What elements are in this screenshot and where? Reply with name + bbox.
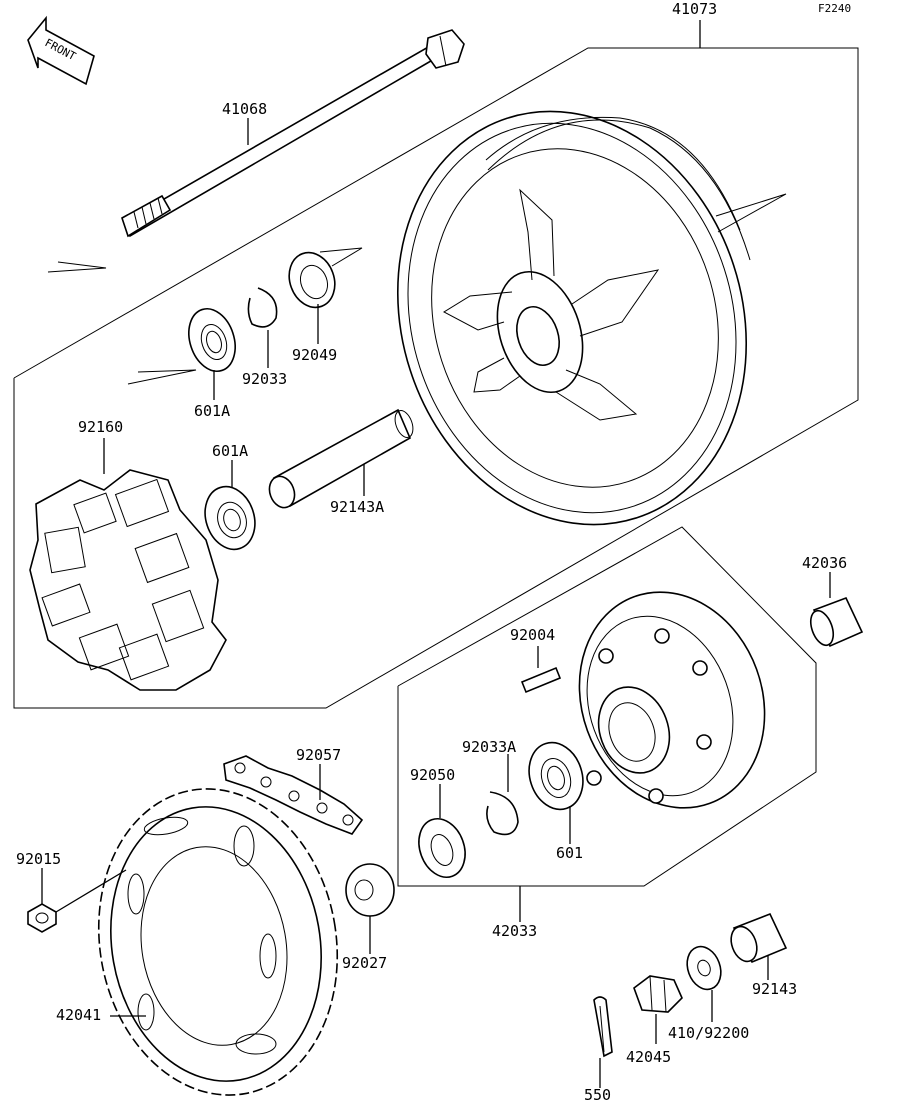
part-label-41073: 41073 xyxy=(672,0,717,18)
part-label-92057: 92057 xyxy=(296,746,341,764)
part-label-92143: 92143 xyxy=(752,980,797,998)
hub-42033 xyxy=(578,591,766,809)
part-label-41068: 41068 xyxy=(222,100,267,118)
part-label-92004: 92004 xyxy=(510,626,555,644)
bearing-601 xyxy=(528,741,584,811)
bearing-601A-upper xyxy=(188,308,236,372)
collar-42036 xyxy=(809,596,864,648)
part-label-601A-upper: 601A xyxy=(194,402,230,420)
part-label-42036: 42036 xyxy=(802,554,847,572)
wheel-group-outline xyxy=(13,47,859,709)
part-label-92033A: 92033A xyxy=(462,738,516,756)
part-label-92027: 92027 xyxy=(342,954,387,972)
wheel-rim-41073 xyxy=(396,110,787,526)
spacer-92143A xyxy=(268,408,414,509)
hub-group-outline xyxy=(397,526,817,887)
nut-92015 xyxy=(27,903,57,933)
bearing-601A xyxy=(204,485,256,551)
stud-92004 xyxy=(520,666,562,694)
axle-ref-line xyxy=(47,261,107,273)
damper-92160 xyxy=(29,469,227,691)
washer-410-92200 xyxy=(686,945,722,991)
sprocket-42041 xyxy=(97,788,339,1096)
seal-92050 xyxy=(418,818,466,878)
chain-92057 xyxy=(223,755,364,835)
axle-41068 xyxy=(121,29,465,238)
part-label-92050: 92050 xyxy=(410,766,455,784)
part-label-92160: 92160 xyxy=(78,418,123,436)
seal-92049 xyxy=(288,251,336,309)
collar-92143 xyxy=(730,912,788,964)
part-label-92015: 92015 xyxy=(16,850,61,868)
part-label-92143A: 92143A xyxy=(330,498,384,516)
part-label-92033: 92033 xyxy=(242,370,287,388)
part-label-601: 601 xyxy=(556,844,583,862)
nut-42045 xyxy=(633,975,683,1013)
front-arrow-icon: FRONT xyxy=(27,15,95,86)
part-label-410-92200: 410/92200 xyxy=(668,1024,749,1042)
part-label-92049: 92049 xyxy=(292,346,337,364)
circlip-92033 xyxy=(247,287,278,328)
part-label-601A: 601A xyxy=(212,442,248,460)
part-label-550: 550 xyxy=(584,1086,611,1103)
figure-code: F2240 xyxy=(818,2,851,15)
circlip-92033A xyxy=(486,791,519,836)
cotter-pin-550 xyxy=(593,996,613,1058)
spacer-92027 xyxy=(345,863,395,917)
part-label-42045: 42045 xyxy=(626,1048,671,1066)
part-label-42041: 42041 xyxy=(56,1006,101,1024)
part-label-42033: 42033 xyxy=(492,922,537,940)
